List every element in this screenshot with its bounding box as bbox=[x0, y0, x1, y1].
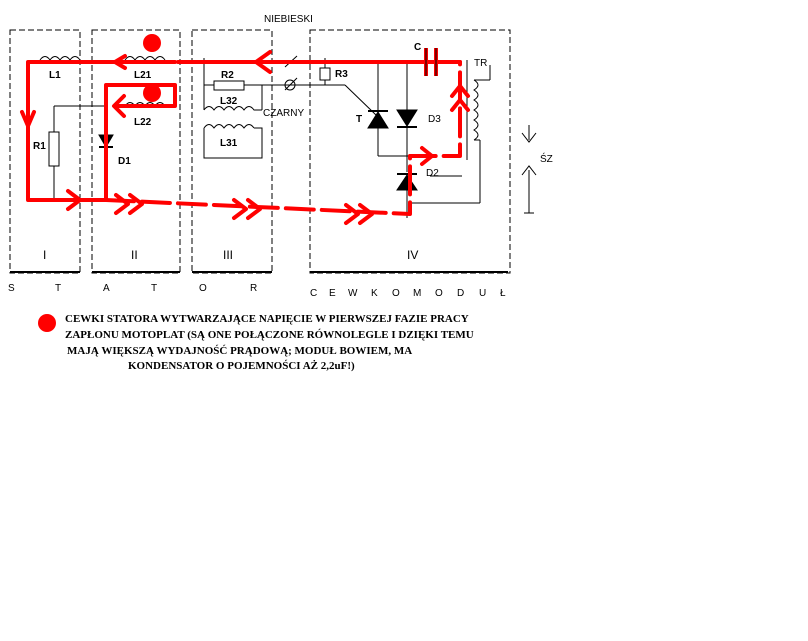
module-letter: O bbox=[435, 288, 443, 299]
module-letter: M bbox=[413, 288, 421, 299]
label-l22: L22 bbox=[134, 117, 152, 128]
module-letter: Ł bbox=[500, 288, 506, 299]
wire-label-niebieski: NIEBIESKI bbox=[264, 14, 313, 25]
module-letter: D bbox=[457, 288, 464, 299]
stator-letter: O bbox=[199, 283, 207, 294]
label-t: T bbox=[356, 114, 362, 125]
legend-line-2: ZAPŁONU MOTOPLAT (SĄ ONE POŁĄCZONE RÓWNO… bbox=[65, 329, 474, 341]
thyristor-t-icon bbox=[367, 111, 389, 129]
label-l31: L31 bbox=[220, 138, 238, 149]
capacitor-c-plates bbox=[425, 48, 437, 76]
legend-marker-icon bbox=[38, 314, 56, 332]
label-c: C bbox=[414, 42, 421, 53]
coil-marker-l22 bbox=[143, 84, 161, 102]
stator-letter: S bbox=[8, 283, 15, 294]
module-letter: O bbox=[392, 288, 400, 299]
label-d3: D3 bbox=[428, 114, 441, 125]
legend-line-4: KONDENSATOR O POJEMNOŚCI AŻ 2,2uF!) bbox=[128, 360, 355, 372]
stator-letter: A bbox=[103, 283, 110, 294]
legend-text: CEWKI STATORA WYTWARZAJĄCE NAPIĘCIE W PI… bbox=[65, 313, 474, 372]
wire-label-czarny: CZARNY bbox=[263, 108, 304, 119]
legend-line-1: CEWKI STATORA WYTWARZAJĄCE NAPIĘCIE W PI… bbox=[65, 313, 469, 325]
label-tr: TR bbox=[474, 58, 487, 69]
section-label-ii: II bbox=[131, 248, 138, 262]
label-r1: R1 bbox=[33, 141, 46, 152]
label-r2: R2 bbox=[221, 70, 234, 81]
section-label-iv: IV bbox=[407, 248, 418, 262]
module-caption: C E W K O M O D U Ł bbox=[310, 288, 506, 299]
stator-letter: R bbox=[250, 283, 257, 294]
diode-d3-icon bbox=[396, 109, 418, 127]
section-label-iii: III bbox=[223, 248, 233, 262]
section-label-i: I bbox=[43, 248, 46, 262]
module-letter: E bbox=[329, 288, 336, 299]
current-path bbox=[20, 50, 470, 225]
label-sz: ŚZ bbox=[540, 152, 553, 165]
label-l32: L32 bbox=[220, 96, 238, 107]
module-letter: U bbox=[479, 288, 486, 299]
label-l21: L21 bbox=[134, 70, 152, 81]
module-letter: W bbox=[348, 288, 358, 299]
label-r3: R3 bbox=[335, 69, 348, 80]
stator-letter: T bbox=[151, 283, 157, 294]
module-letter: C bbox=[310, 288, 317, 299]
label-d1: D1 bbox=[118, 156, 131, 167]
legend-line-3: MAJĄ WIĘKSZĄ WYDAJNOŚĆ PRĄDOWĄ; MODUŁ BO… bbox=[67, 345, 412, 357]
black-wiring bbox=[48, 55, 537, 218]
module-letter: K bbox=[371, 288, 378, 299]
stator-letter: T bbox=[55, 283, 61, 294]
diode-d2-icon bbox=[396, 174, 418, 191]
stator-caption: S T A T O R bbox=[8, 283, 257, 294]
label-l1: L1 bbox=[49, 70, 61, 81]
label-d2: D2 bbox=[426, 168, 439, 179]
coil-marker-l21 bbox=[143, 34, 161, 52]
